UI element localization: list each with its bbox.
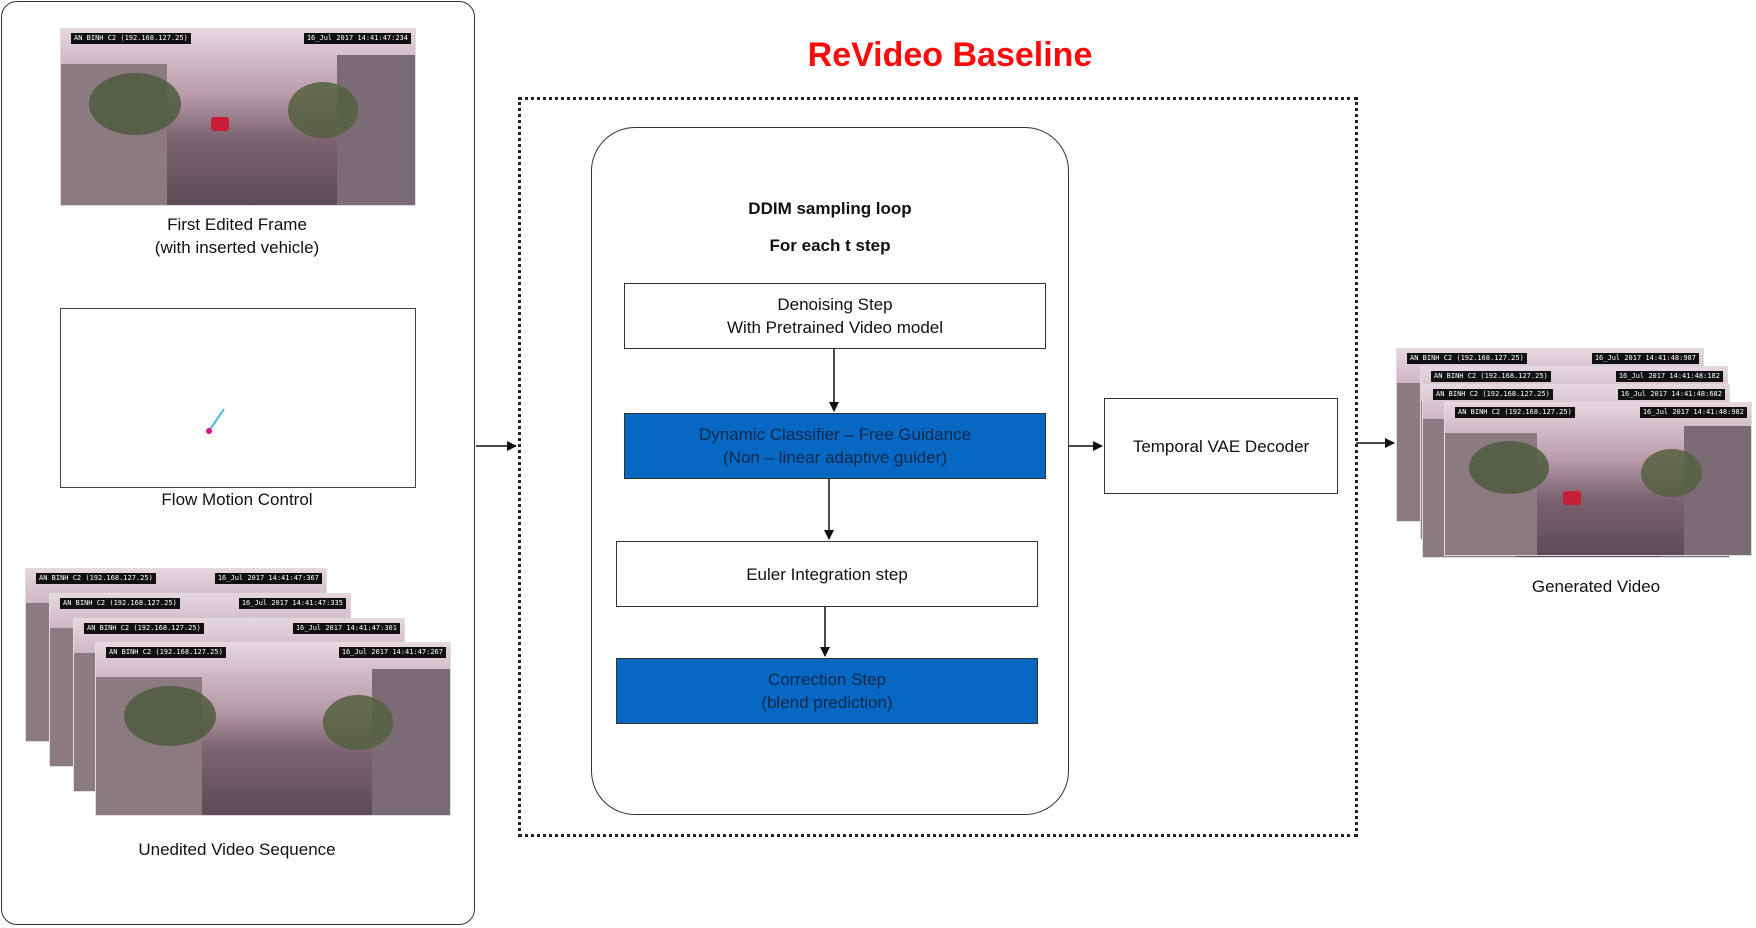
correction-step-box: Correction Step (blend prediction): [616, 658, 1038, 724]
guidance-step-box: Dynamic Classifier – Free Guidance (Non …: [624, 413, 1046, 479]
output-hud-right: 16_Jul 2017 14:41:48:682: [1617, 389, 1725, 400]
first-frame-label: First Edited Frame (with inserted vehicl…: [60, 213, 414, 259]
revideo-baseline-container: [518, 97, 1358, 837]
generated-frame: AN BINH C2 (192.168.127.25) 16_Jul 2017 …: [1444, 402, 1752, 556]
flow-label: Flow Motion Control: [161, 490, 313, 509]
stack-hud-right: 16_Jul 2017 14:41:47:301: [292, 623, 400, 634]
flow-motion-control-image: [60, 308, 416, 488]
output-hud-left: AN BINH C2 (192.168.127.25): [1433, 389, 1553, 400]
loop-subheading: For each t step: [769, 236, 891, 255]
stack-hud-right: 16_Jul 2017 14:41:47:335: [238, 598, 346, 609]
denoising-step-box: Denoising Step With Pretrained Video mod…: [624, 283, 1046, 349]
correction-step-line2: (blend prediction): [761, 693, 893, 712]
stack-hud-left: AN BINH C2 (192.168.127.25): [84, 623, 204, 634]
euler-step-box: Euler Integration step: [616, 541, 1038, 607]
frame-hud-left: AN BINH C2 (192.168.127.25): [71, 33, 191, 44]
first-edited-frame-image: AN BINH C2 (192.168.127.25) 16_Jul 2017 …: [60, 28, 416, 206]
stack-hud-left: AN BINH C2 (192.168.127.25): [36, 573, 156, 584]
euler-step-line1: Euler Integration step: [746, 564, 908, 584]
guidance-step-line1: Dynamic Classifier – Free Guidance: [698, 425, 972, 444]
output-hud-right: 16_Jul 2017 14:41:48:182: [1615, 371, 1723, 382]
inserted-vehicle: [211, 117, 229, 131]
denoising-step-line2: With Pretrained Video model: [726, 318, 944, 337]
input-panel: [1, 1, 475, 925]
output-hud-left: AN BINH C2 (192.168.127.25): [1431, 371, 1551, 382]
output-hud-right: 16_Jul 2017 14:41:48:987: [1591, 353, 1699, 364]
vae-decoder-label: Temporal VAE Decoder: [1132, 436, 1310, 456]
diagram-title: ReVideo Baseline: [807, 36, 1093, 74]
generated-vehicle: [1563, 491, 1581, 505]
correction-step-line1: Correction Step: [767, 670, 887, 689]
generated-video-label: Generated Video: [1531, 577, 1661, 596]
denoising-step-line1: Denoising Step: [777, 295, 893, 314]
unedited-label: Unedited Video Sequence: [138, 840, 336, 859]
unedited-video-stack: AN BINH C2 (192.168.127.25) 16_Jul 2017 …: [25, 568, 455, 818]
frame-hud-right: 16_Jul 2017 14:41:47:234: [303, 33, 411, 44]
output-hud-left: AN BINH C2 (192.168.127.25): [1455, 407, 1575, 418]
generated-video-stack: AN BINH C2 (192.168.127.25) 16_Jul 2017 …: [1396, 348, 1756, 558]
first-frame-label-line2: (with inserted vehicle): [154, 238, 320, 257]
guidance-step-line2: (Non – linear adaptive guider): [723, 448, 947, 467]
flow-arrow-icon: [206, 408, 225, 434]
first-frame-label-line1: First Edited Frame: [167, 215, 307, 234]
loop-heading: DDIM sampling loop: [748, 199, 912, 218]
stack-hud-left: AN BINH C2 (192.168.127.25): [106, 647, 226, 658]
unedited-frame: AN BINH C2 (192.168.127.25) 16_Jul 2017 …: [95, 642, 451, 816]
output-hud-right: 16_Jul 2017 14:41:48:982: [1639, 407, 1747, 418]
stack-hud-right: 16_Jul 2017 14:41:47:367: [214, 573, 322, 584]
stack-hud-left: AN BINH C2 (192.168.127.25): [60, 598, 180, 609]
stack-hud-right: 16_Jul 2017 14:41:47:267: [338, 647, 446, 658]
vae-decoder-box: Temporal VAE Decoder: [1104, 398, 1338, 494]
output-hud-left: AN BINH C2 (192.168.127.25): [1407, 353, 1527, 364]
